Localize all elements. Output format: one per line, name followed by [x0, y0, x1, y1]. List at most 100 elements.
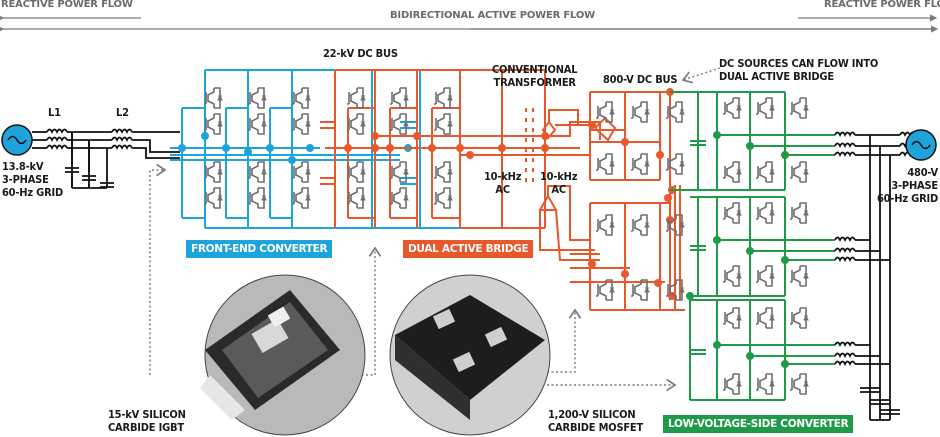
transistor-switch-icon — [346, 113, 366, 135]
mosfet-caption-line1: 1,200-V SILICON — [548, 408, 636, 421]
reactive-power-flow-left-label: REACTIVE POWER FLOW — [1, 0, 133, 10]
ac-right-frequency: 10-kHz — [540, 170, 578, 183]
transistor-switch-icon — [722, 161, 742, 183]
transistor-switch-icon — [389, 87, 409, 109]
ac-left-label: 10-kHz AC — [484, 170, 522, 196]
inductor-icon — [834, 360, 856, 365]
transistor-switch-icon — [203, 187, 223, 209]
front-end-converter-tag: FRONT-END CONVERTER — [186, 240, 333, 258]
inductor-icon — [834, 131, 856, 136]
dc-bus-22kv-label: 22-kV DC BUS — [323, 47, 398, 60]
transistor-switch-icon — [247, 187, 267, 209]
dc-sources-note-line1: DC SOURCES CAN FLOW INTO — [719, 57, 879, 70]
right-filter-network — [834, 131, 921, 421]
low-voltage-side-converter-tag: LOW-VOLTAGE-SIDE CONVERTER — [663, 415, 854, 433]
transistor-switch-icon — [789, 265, 809, 287]
inductor-icon — [834, 247, 856, 252]
transistor-switch-icon — [433, 187, 453, 209]
transistor-switch-icon — [630, 101, 650, 123]
transistor-switch-icon — [346, 161, 366, 183]
inductor-icon — [111, 128, 133, 133]
inductor-icon — [111, 144, 133, 149]
transistor-switch-icon — [789, 307, 809, 329]
bidirectional-active-power-flow-label: BIDIRECTIONAL ACTIVE POWER FLOW — [390, 10, 595, 21]
dc-bus-800v-label: 800-V DC BUS — [603, 73, 678, 86]
dc-sources-note: DC SOURCES CAN FLOW INTO DUAL ACTIVE BRI… — [719, 57, 878, 83]
transistor-switch-icon — [247, 161, 267, 183]
right-grid-label: 480-V 3-PHASE 60-Hz GRID — [877, 166, 938, 205]
transistor-switch-icon — [755, 373, 775, 395]
right-grid-voltage: 480-V — [907, 166, 938, 179]
inductor-icon — [834, 341, 856, 346]
transistor-switch-icon — [755, 265, 775, 287]
ac-right-label: 10-kHz AC — [540, 170, 578, 196]
igbt-caption-line2: CARBIDE IGBT — [108, 421, 184, 434]
transistor-switch-icon — [630, 153, 650, 175]
transformer-label-line1: CONVENTIONAL — [492, 63, 578, 76]
transistor-switch-icon — [665, 153, 685, 175]
transistor-switch-icon — [755, 161, 775, 183]
transistor-switch-icon — [291, 87, 311, 109]
transistor-switch-icon — [346, 187, 366, 209]
igbt-caption-line1: 15-kV SILICON — [108, 408, 186, 421]
transistor-switch-icon — [291, 187, 311, 209]
igbt-module-photo — [200, 274, 366, 436]
right-grid-phase: 3-PHASE — [891, 179, 938, 192]
inductor-icon — [834, 142, 856, 147]
transistor-switch-icon — [389, 161, 409, 183]
inductor-l1-label: L1 — [48, 106, 61, 119]
transistor-switch-icon — [755, 97, 775, 119]
transistor-switch-icon — [789, 161, 809, 183]
ac-left-type: AC — [495, 183, 510, 196]
transistor-switch-icon — [630, 214, 650, 236]
left-grid-phase: 3-PHASE — [2, 173, 49, 186]
front-end-junctions — [178, 132, 412, 164]
transistor-switch-icon — [595, 214, 615, 236]
dual-active-bridge-junctions — [344, 88, 676, 300]
inductor-icon — [834, 256, 856, 261]
igbt-pointer-front-end — [149, 163, 167, 375]
transistor-switch-icon — [203, 87, 223, 109]
inductor-icon — [46, 144, 68, 149]
inductor-icon — [46, 136, 68, 141]
left-grid-source-icon — [1, 124, 33, 156]
transistor-switch-icon — [722, 202, 742, 224]
transistor-switch-icon — [433, 113, 453, 135]
flow-arrows — [0, 14, 939, 33]
transistor-switch-icon — [722, 265, 742, 287]
transistor-switch-icon — [433, 87, 453, 109]
transistor-switch-icon — [203, 161, 223, 183]
transistor-switch-icon — [247, 87, 267, 109]
transistor-switch-icon — [755, 307, 775, 329]
inductor-icon — [834, 352, 856, 357]
low-voltage-side-junctions — [686, 131, 789, 368]
transistor-switch-icon — [291, 113, 311, 135]
mosfet-pointer-dab — [547, 308, 582, 373]
mosfet-caption: 1,200-V SILICON CARBIDE MOSFET — [548, 408, 643, 434]
dc-sources-pointer — [681, 67, 721, 84]
inductor-icon — [46, 128, 68, 133]
transformer-label-line2: TRANSFORMER — [493, 76, 576, 89]
inductor-icon — [111, 136, 133, 141]
transistor-switch-icon — [789, 97, 809, 119]
right-grid-frequency: 60-Hz GRID — [876, 192, 938, 205]
ac-left-frequency: 10-kHz — [484, 170, 522, 183]
left-grid-label: 13.8-kV 3-PHASE 60-Hz GRID — [2, 160, 63, 199]
igbt-caption: 15-kV SILICON CARBIDE IGBT — [108, 408, 186, 434]
transistor-switch-icon — [665, 101, 685, 123]
left-grid-frequency: 60-Hz GRID — [2, 186, 64, 199]
transistor-switch-icon — [722, 307, 742, 329]
inductor-icon — [834, 151, 856, 156]
transistor-switch-icon — [789, 202, 809, 224]
transistor-switch-icon — [247, 113, 267, 135]
low-voltage-side-converter-circuit — [670, 91, 835, 401]
transistor-switch-icon — [346, 87, 366, 109]
transistor-switch-icon — [755, 202, 775, 224]
reactive-power-flow-right-label: REACTIVE POWER FLOW — [824, 0, 940, 10]
transistor-switch-icon — [203, 113, 223, 135]
capacitor-icon — [65, 167, 114, 188]
transistor-switch-icon — [389, 187, 409, 209]
transistor-switch-icon — [595, 153, 615, 175]
dual-active-bridge-tag: DUAL ACTIVE BRIDGE — [403, 240, 534, 258]
